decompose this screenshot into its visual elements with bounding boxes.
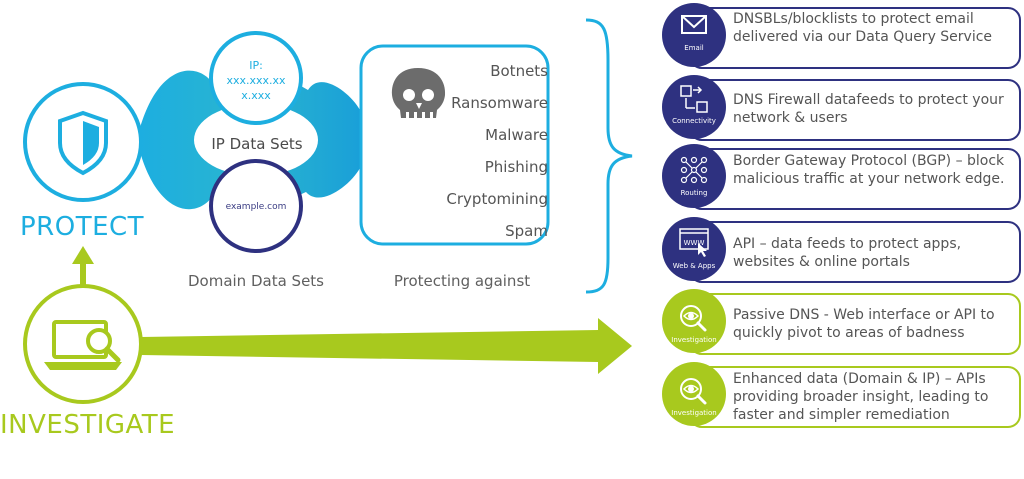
threat-item: Botnets: [490, 62, 548, 80]
ip-data-sets-label: IP Data Sets: [211, 135, 303, 153]
card-web-apps-text: API – data feeds to protect apps, websit…: [733, 236, 962, 270]
card-connectivity-text: DNS Firewall datafeeds to protect your n…: [733, 92, 1004, 126]
threat-item: Phishing: [484, 158, 548, 176]
card-icon-caption: Email: [684, 44, 704, 52]
threat-item: Ransomware: [451, 94, 548, 112]
card-frames: [689, 7, 1021, 428]
ip-set-circle: [209, 31, 303, 125]
investigate-label: INVESTIGATE: [0, 410, 176, 440]
skull-icon: [391, 68, 446, 118]
protect-label: PROTECT: [20, 212, 145, 242]
card-enhanced-data-text: Enhanced data (Domain & IP) – APIs provi…: [733, 371, 989, 423]
card-passive-dns-text: Passive DNS - Web interface or API to qu…: [733, 307, 995, 341]
routing-icon: [680, 156, 708, 184]
ip-line-3: x.xxx: [241, 89, 271, 102]
envelope-icon: [681, 15, 707, 34]
card-icon-caption: Web & Apps: [672, 262, 716, 270]
investigation-eye-icon: [680, 378, 707, 405]
domain-example-text: example.com: [225, 202, 287, 212]
protect-shield-icon: [23, 82, 143, 202]
card-email-text: DNSBLs/blocklists to protect email deliv…: [733, 11, 993, 45]
card-icon-caption: Investigation: [671, 409, 717, 417]
card-icon-caption: Investigation: [671, 336, 717, 344]
card-icon-caption: Routing: [680, 189, 708, 197]
card-icon-caption: Connectivity: [672, 117, 716, 125]
threat-item: Cryptomining: [446, 190, 548, 208]
investigate-laptop-icon: [23, 284, 143, 404]
investigation-eye-icon: [680, 305, 707, 332]
domain-data-sets-label: Domain Data Sets: [187, 272, 324, 290]
data-sets-connector-blob: [140, 70, 360, 210]
threat-item: Spam: [505, 222, 548, 240]
svg-text:WWW: WWW: [684, 239, 705, 247]
card-routing-text: Border Gateway Protocol (BGP) – block ma…: [733, 153, 1005, 187]
ip-line-1: IP:: [249, 59, 263, 72]
ip-set-text: IP: xxx.xxx.xx x.xxx: [212, 58, 300, 103]
curly-brace: [585, 18, 633, 294]
www-icon: WWW: [679, 228, 709, 257]
threat-item: Malware: [485, 126, 548, 144]
investigate-right-arrow-icon: [141, 318, 632, 374]
domain-set-circle: [209, 159, 303, 253]
up-arrow-icon: [72, 246, 94, 300]
connectivity-icon: [680, 85, 708, 113]
threat-list: Botnets Ransomware Malware Phishing Cryp…: [398, 55, 548, 247]
ip-line-2: xxx.xxx.xx: [226, 74, 286, 87]
protecting-against-label: Protecting against: [393, 272, 531, 290]
